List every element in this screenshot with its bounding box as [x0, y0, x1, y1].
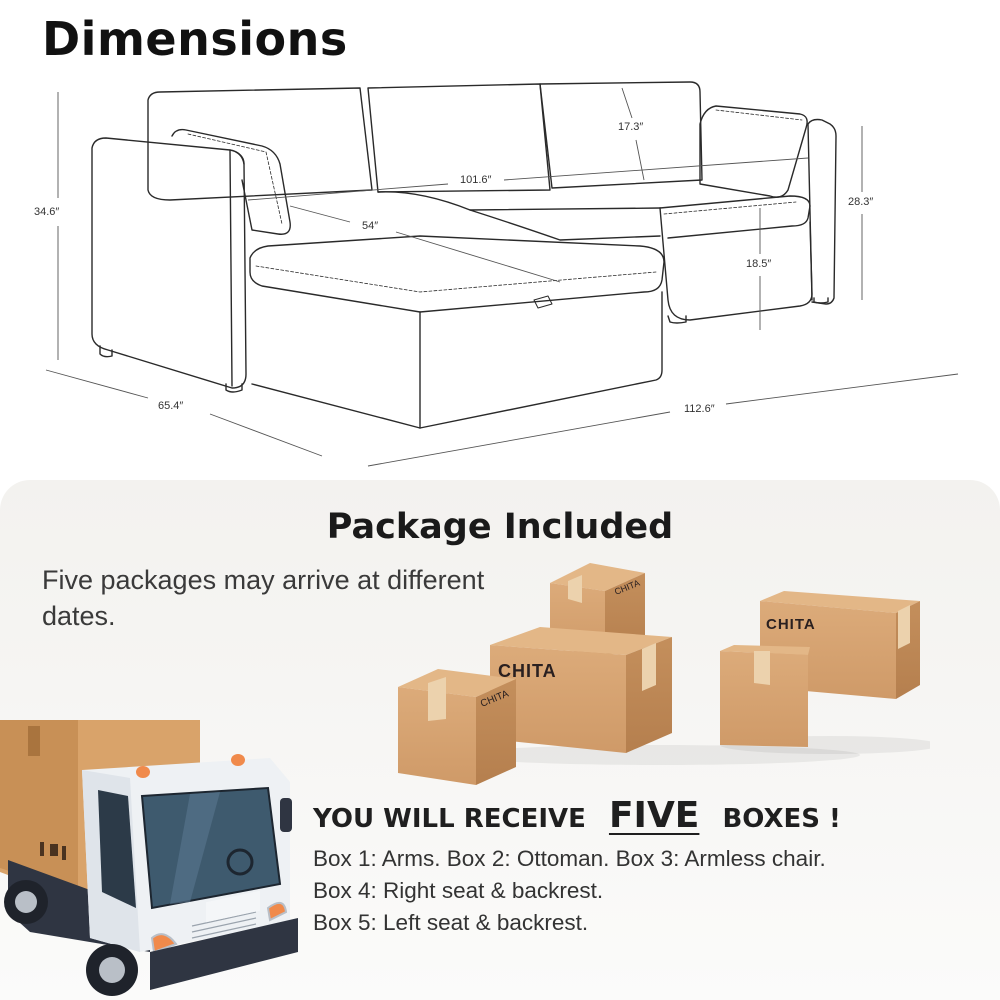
box-contents-list: Box 1: Arms. Box 2: Ottoman. Box 3: Arml… [313, 843, 826, 939]
box-large: CHITA [490, 627, 672, 753]
package-title: Package Included [326, 507, 674, 547]
receive-headline: YOU WILL RECEIVE FIVE BOXES ! [313, 795, 841, 836]
dim-back-cushion-height: 17.3″ [616, 121, 646, 133]
dim-back-height: 28.3″ [846, 196, 876, 208]
dim-seat-height: 18.5″ [744, 258, 774, 270]
package-note: Five packages may arrive at different da… [42, 565, 485, 631]
dim-overall-depth: 65.4″ [156, 400, 186, 412]
receive-prefix: YOU WILL RECEIVE [313, 804, 586, 834]
sofa-line-drawing [45, 81, 959, 467]
boxes-illustration: CHITA CHITA CHITA CHITA CHITA [398, 563, 930, 785]
svg-text:CHITA: CHITA [498, 661, 557, 681]
dimensions-title: Dimensions [42, 12, 348, 66]
box-front-left: CHITA [398, 669, 516, 785]
dim-seat-width: 101.6″ [458, 174, 494, 186]
brand-name: CHITA [616, 773, 619, 776]
dim-overall-height: 34.6″ [32, 206, 62, 218]
receive-suffix: BOXES ! [722, 804, 841, 834]
dim-chaise-depth: 54″ [360, 220, 381, 232]
box-right-front [720, 645, 810, 747]
receive-count: FIVE [608, 795, 700, 836]
dim-overall-width: 112.6″ [682, 403, 717, 415]
box-list-item: Box 1: Arms. Box 2: Ottoman. Box 3: Arml… [313, 846, 826, 871]
box-list-item: Box 4: Right seat & backrest. [313, 878, 604, 903]
svg-text:CHITA: CHITA [766, 616, 816, 633]
box-list-item: Box 5: Left seat & backrest. [313, 910, 589, 935]
delivery-truck-illustration [0, 720, 298, 996]
